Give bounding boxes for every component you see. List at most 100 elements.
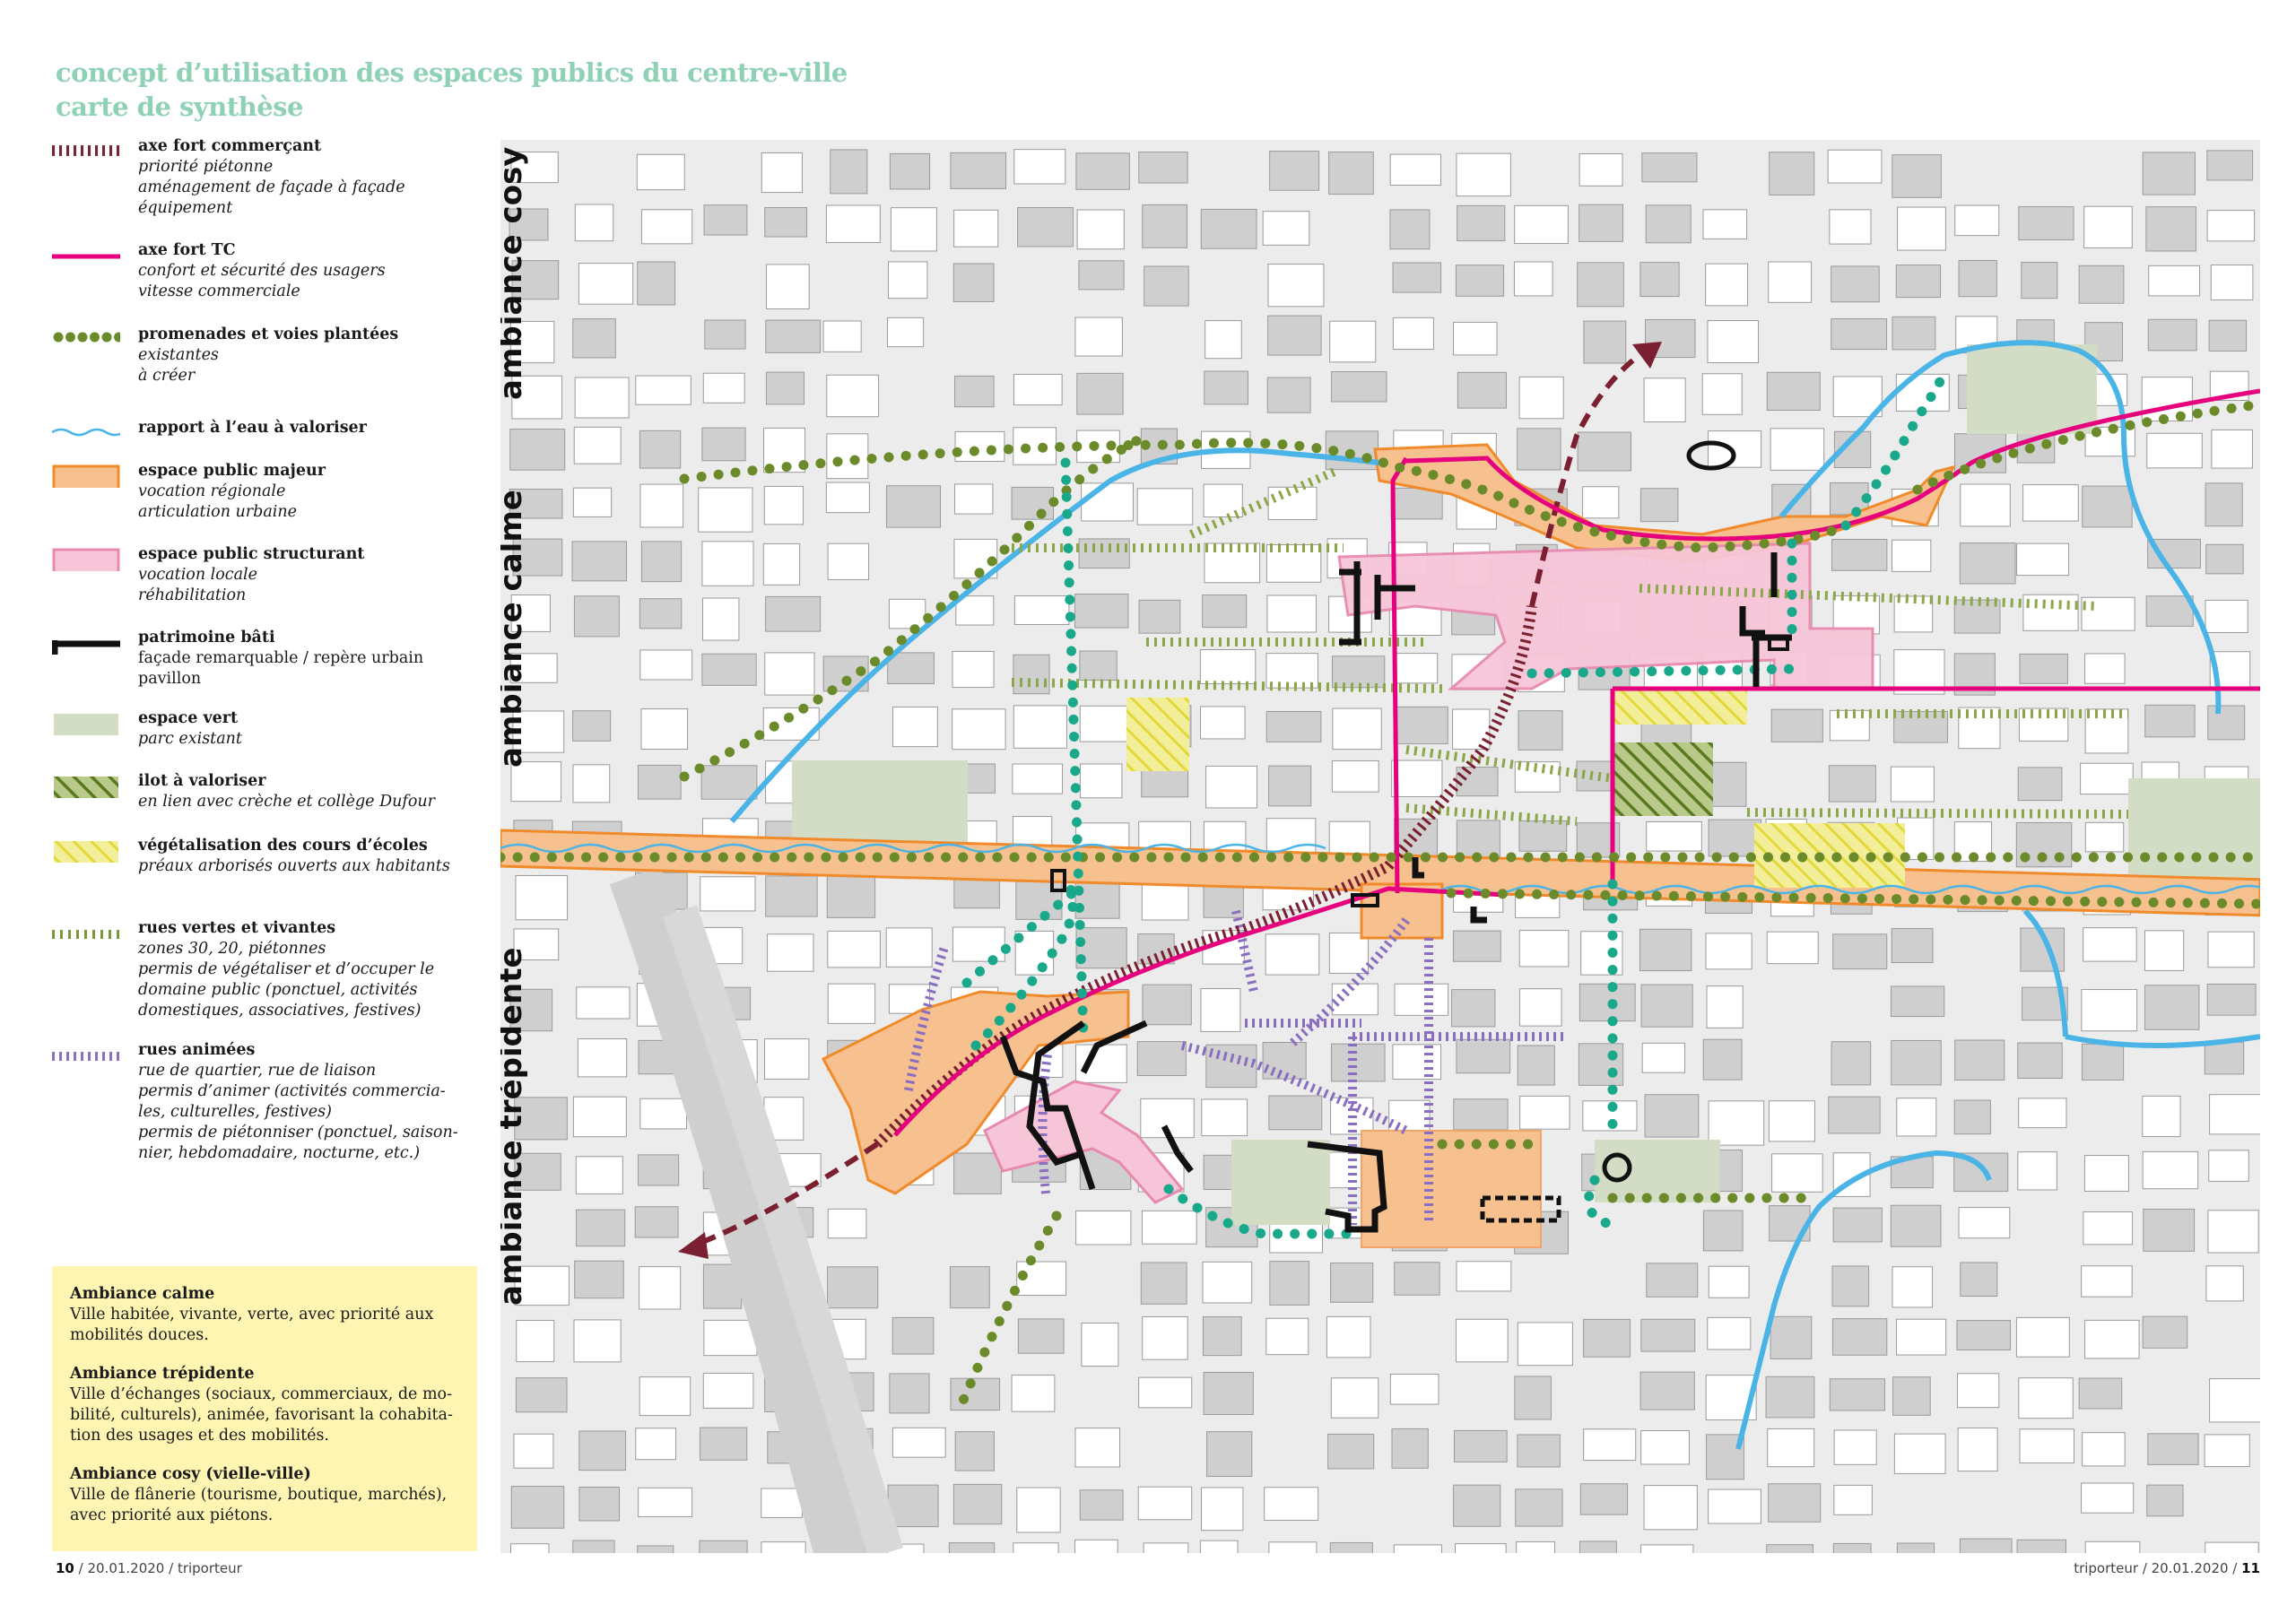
building-block <box>892 706 938 748</box>
building-block <box>1074 317 1123 357</box>
legend-description: à créer <box>138 367 196 385</box>
building-block <box>1013 595 1070 626</box>
building-block <box>1391 1428 1429 1469</box>
building-block <box>1136 488 1194 525</box>
building-block <box>954 375 995 408</box>
legend-description: permis de végétaliser et d’occuper le <box>138 960 435 978</box>
legend-heading: espace public structurant <box>138 545 365 563</box>
building-block <box>1708 1265 1750 1298</box>
building-block <box>1452 321 1498 356</box>
building-block <box>2015 1316 2070 1358</box>
building-block <box>1076 209 1125 250</box>
building-block <box>509 988 553 1032</box>
planted-path <box>970 870 1078 1051</box>
building-block <box>1641 1042 1686 1073</box>
building-block <box>1267 264 1325 308</box>
legend-description: zones 30, 20, piétonnes <box>138 940 326 958</box>
building-block <box>1267 315 1322 356</box>
building-block <box>1264 1487 1319 1521</box>
building-block <box>1582 486 1620 519</box>
green-lively-streets <box>1011 467 2129 826</box>
building-block <box>1578 152 1623 187</box>
building-block <box>2209 1378 2260 1423</box>
building-block <box>2018 1098 2067 1129</box>
building-block <box>578 263 634 305</box>
building-block <box>1517 1045 1555 1086</box>
legend-symbol-patrimoine <box>52 640 120 655</box>
school-yard <box>1754 823 1905 888</box>
building-block <box>1959 1538 2013 1553</box>
remarkable-facade <box>999 1035 1096 1191</box>
building-block <box>1832 1542 1872 1553</box>
ambiance-text: tion des usages et des mobilités. <box>70 1427 329 1445</box>
building-block <box>1075 1044 1127 1083</box>
building-block <box>509 488 563 519</box>
building-block <box>890 207 937 252</box>
water-courses <box>500 340 2260 1450</box>
city-map[interactable]: ambiance cosy ambiance calme ambiance tr… <box>500 140 2260 1553</box>
building-block <box>578 1486 621 1522</box>
building-block <box>1262 1041 1307 1080</box>
building-block <box>2144 704 2196 738</box>
building-block <box>509 320 555 364</box>
building-block <box>634 1206 679 1238</box>
building-block <box>1705 933 1752 970</box>
building-block <box>640 541 683 583</box>
building-block <box>1074 1428 1121 1468</box>
building-block <box>1519 1095 1570 1130</box>
building-block <box>2143 1208 2196 1252</box>
building-block <box>1639 1371 1695 1410</box>
building-block <box>2142 1150 2199 1190</box>
building-block <box>637 764 682 800</box>
building-block <box>1956 1320 2012 1350</box>
building-block <box>1012 763 1064 794</box>
building-block <box>765 319 822 353</box>
building-block <box>638 1487 693 1517</box>
building-block <box>950 152 1007 189</box>
building-block <box>2144 930 2185 971</box>
legend-description: permis d’animer (activités commercia- <box>138 1082 446 1100</box>
building-block <box>891 1316 935 1355</box>
building-block <box>2207 1210 2259 1254</box>
building-block <box>887 1484 939 1528</box>
building-block <box>511 260 560 300</box>
building-block <box>2206 984 2257 1016</box>
building-block <box>1578 1541 1617 1553</box>
ambiance-block: Ambiance cosy (vielle-ville)Ville de flâ… <box>70 1464 459 1526</box>
building-block <box>1897 206 1946 251</box>
building-block <box>2082 1432 2126 1467</box>
planted-path <box>679 430 1152 782</box>
green-street <box>1188 467 1337 539</box>
building-block <box>955 595 995 626</box>
building-block <box>701 653 757 686</box>
building-block <box>765 875 818 917</box>
building-block <box>1013 654 1050 695</box>
building-block <box>1204 370 1248 405</box>
remarkable-facade <box>1739 606 1765 637</box>
building-block <box>1578 983 1636 1022</box>
building-block <box>1455 265 1505 297</box>
building-block <box>1829 209 1872 245</box>
legend-description: rue de quartier, rue de liaison <box>138 1062 377 1080</box>
building-block <box>1013 427 1057 465</box>
building-block <box>1831 318 1888 351</box>
wave-east-axis <box>1441 884 2260 895</box>
building-block <box>1203 1371 1254 1416</box>
building-block <box>1199 649 1257 684</box>
building-block <box>2208 1150 2249 1182</box>
building-block <box>1517 1434 1561 1468</box>
pavilion <box>1351 893 1379 907</box>
building-block <box>1832 933 1888 970</box>
building-block <box>639 1098 688 1130</box>
building-block <box>699 1540 748 1553</box>
building-block <box>1138 152 1188 184</box>
building-block <box>1583 1428 1637 1462</box>
building-block <box>948 1542 996 1553</box>
legend-description: priorité piétonne <box>138 158 274 176</box>
building-block <box>765 371 805 405</box>
building-block <box>577 1037 628 1078</box>
remarkable-facade <box>1307 1141 1387 1233</box>
building-block <box>2145 206 2196 252</box>
building-block <box>1518 930 1570 968</box>
building-block <box>1327 1433 1375 1470</box>
